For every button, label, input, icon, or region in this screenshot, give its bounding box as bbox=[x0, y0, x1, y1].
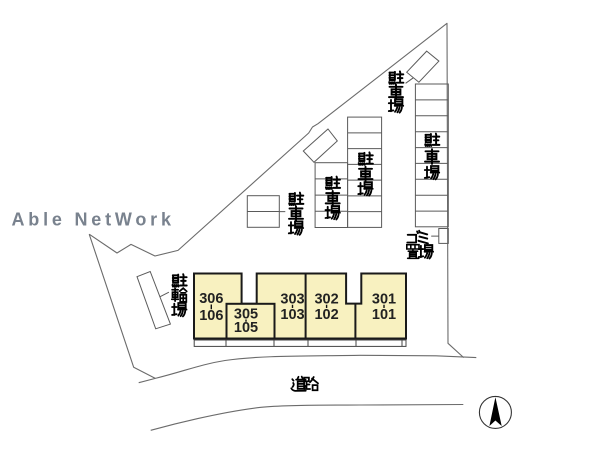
svg-text:102: 102 bbox=[314, 307, 338, 323]
svg-text:106: 106 bbox=[199, 308, 223, 324]
svg-text:105: 105 bbox=[234, 320, 258, 336]
svg-text:301: 301 bbox=[372, 291, 396, 307]
svg-text:306: 306 bbox=[199, 291, 223, 307]
svg-text:103: 103 bbox=[280, 307, 304, 323]
svg-text:305: 305 bbox=[234, 307, 258, 323]
svg-text:302: 302 bbox=[314, 291, 338, 307]
svg-text:303: 303 bbox=[280, 291, 304, 307]
svg-text:101: 101 bbox=[372, 307, 396, 323]
svg-text:Able NetWork: Able NetWork bbox=[12, 210, 175, 230]
